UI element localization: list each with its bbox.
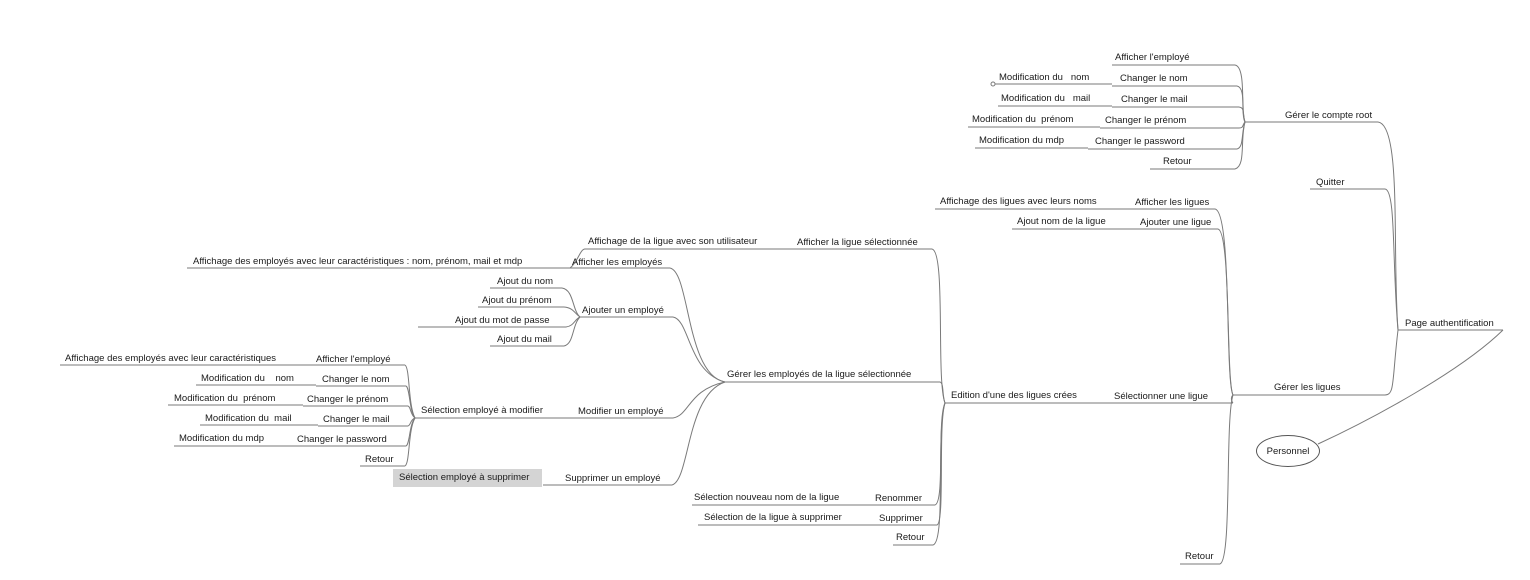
selection-employe-modifier: Sélection employé à modifier <box>421 405 543 416</box>
ligues-afficher-detail: Affichage des ligues avec leurs noms <box>940 196 1097 207</box>
modifier-detail-prenom: Modification du prénom <box>174 393 276 404</box>
branch-quitter: Quitter <box>1316 177 1345 188</box>
root-node-label: Page authentification <box>1405 318 1494 329</box>
modifier-detail-nom: Modification du nom <box>201 373 294 384</box>
modifier-changer-nom: Changer le nom <box>322 374 390 385</box>
edition-node: Edition d'une des ligues crées <box>951 390 1077 401</box>
root-changer-nom: Changer le nom <box>1120 73 1188 84</box>
employes-afficher-detail: Affichage des employés avec leur caracté… <box>193 256 523 267</box>
personnel-node: Personnel <box>1256 435 1320 467</box>
edition-afficher-ligue-detail: Affichage de la ligue avec son utilisate… <box>588 236 758 247</box>
ligues-selectionner: Sélectionner une ligue <box>1114 391 1209 402</box>
edition-retour: Retour <box>896 532 925 543</box>
edition-afficher-ligue: Afficher la ligue sélectionnée <box>797 237 918 248</box>
modifier-detail-mail: Modification du mail <box>205 413 292 424</box>
modifier-changer-prenom: Changer le prénom <box>307 394 389 405</box>
root-changer-password: Changer le password <box>1095 136 1185 147</box>
ajout-prenom: Ajout du prénom <box>482 295 552 306</box>
modifier-detail-mdp: Modification du mdp <box>179 433 265 444</box>
root-detail-prenom: Modification du prénom <box>972 114 1074 125</box>
modifier-afficher-detail: Affichage des employés avec leur caracté… <box>65 353 277 364</box>
edition-supprimer-detail: Sélection de la ligue à supprimer <box>704 512 842 523</box>
employes-afficher: Afficher les employés <box>572 257 663 268</box>
root-changer-mail: Changer le mail <box>1121 94 1188 105</box>
selection-employe-supprimer[interactable]: Sélection employé à supprimer <box>393 469 542 487</box>
ligues-retour: Retour <box>1185 551 1214 562</box>
ajout-mail: Ajout du mail <box>497 334 552 345</box>
edition-supprimer: Supprimer <box>879 513 923 524</box>
edition-renommer-detail: Sélection nouveau nom de la ligue <box>694 492 840 503</box>
root-detail-mail: Modification du mail <box>1001 93 1091 104</box>
ligues-afficher: Afficher les ligues <box>1135 197 1210 208</box>
personnel-label: Personnel <box>1266 445 1310 457</box>
modifier-afficher-employe: Afficher l'employé <box>316 354 391 365</box>
ajout-mot-de-passe: Ajout du mot de passe <box>455 315 550 326</box>
modifier-changer-password: Changer le password <box>297 434 387 445</box>
modifier-retour: Retour <box>365 454 394 465</box>
root-changer-prenom: Changer le prénom <box>1105 115 1187 126</box>
employes-modifier: Modifier un employé <box>578 406 664 417</box>
branch-gerer-compte-root: Gérer le compte root <box>1285 110 1373 121</box>
root-retour: Retour <box>1163 156 1192 167</box>
root-detail-nom: Modification du nom <box>999 72 1090 83</box>
employes-ajouter: Ajouter un employé <box>582 305 664 316</box>
ligues-ajouter: Ajouter une ligue <box>1140 217 1212 228</box>
root-afficher-employe: Afficher l'employé <box>1115 52 1190 63</box>
employes-supprimer: Supprimer un employé <box>565 473 661 484</box>
branch-gerer-ligues: Gérer les ligues <box>1274 382 1341 393</box>
root-detail-mdp: Modification du mdp <box>979 135 1065 146</box>
ajout-nom: Ajout du nom <box>497 276 553 287</box>
modifier-changer-mail: Changer le mail <box>323 414 390 425</box>
edition-renommer: Renommer <box>875 493 922 504</box>
edition-gerer-employes: Gérer les employés de la ligue sélection… <box>727 369 912 380</box>
ligues-ajouter-detail: Ajout nom de la ligue <box>1017 216 1106 227</box>
